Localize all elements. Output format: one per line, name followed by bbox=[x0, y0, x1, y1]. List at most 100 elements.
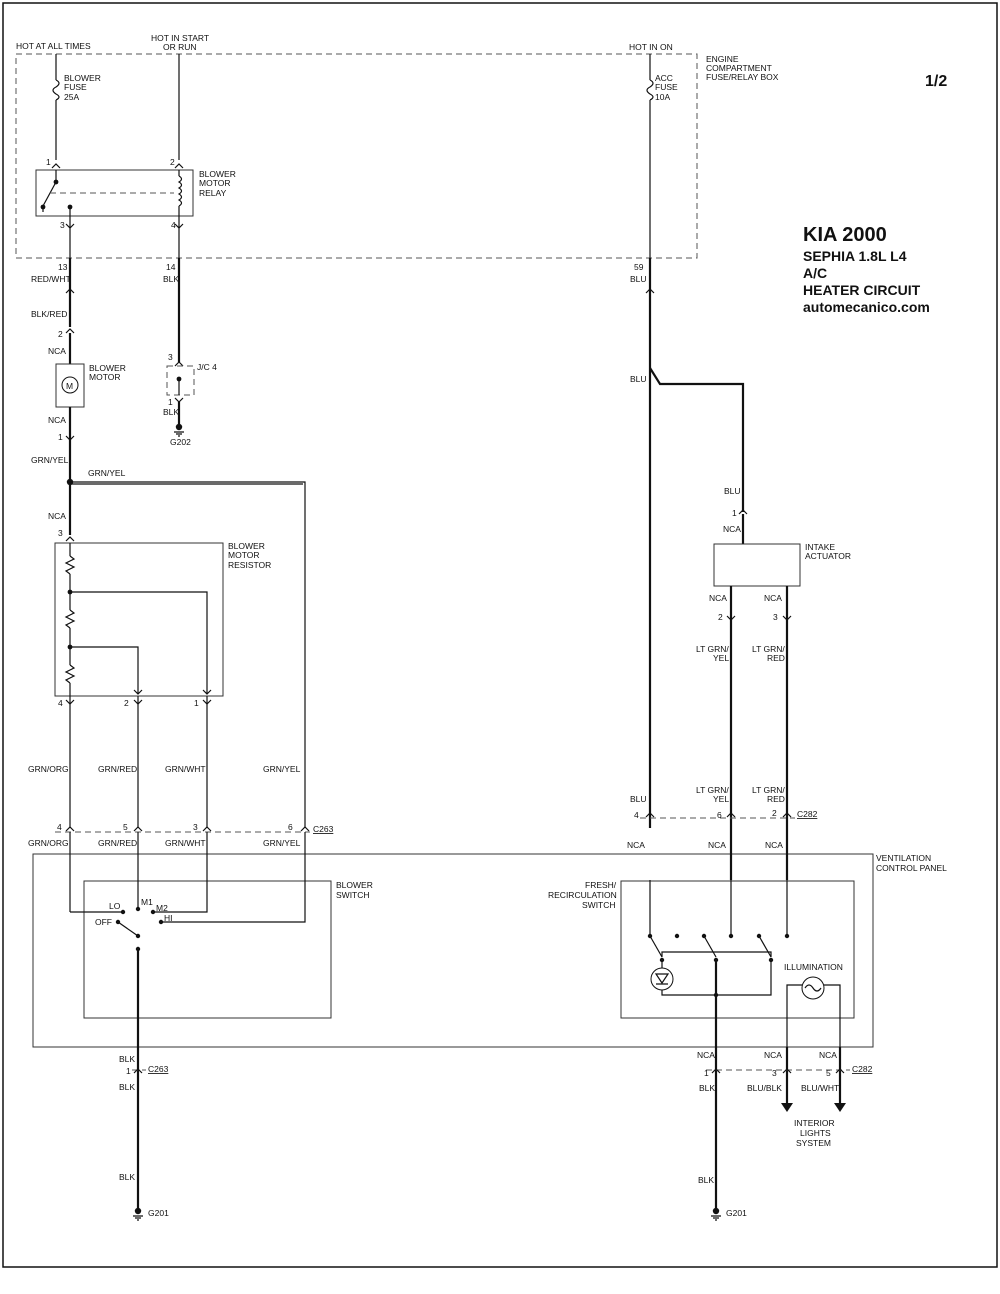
resistor-label-1: BLOWER bbox=[228, 541, 265, 551]
intake-pin-1: 1 bbox=[732, 508, 737, 518]
blower-switch-label-1: BLOWER bbox=[336, 880, 373, 890]
resistor-pin-4: 4 bbox=[58, 698, 63, 708]
nca-c282-lower-1: NCA bbox=[697, 1050, 715, 1060]
switch-off: OFF bbox=[95, 917, 112, 927]
page-frame bbox=[2, 2, 998, 1268]
vcp-label-2: CONTROL PANEL bbox=[876, 863, 947, 873]
relay-pin-1: 1 bbox=[46, 157, 51, 167]
hot-start-run-label-1: HOT IN START bbox=[151, 33, 209, 43]
nca-motor-bottom: NCA bbox=[48, 415, 66, 425]
c282-pin-4: 4 bbox=[634, 810, 639, 820]
acc-fuse-symbol bbox=[646, 79, 654, 101]
wire-blk-c263-bottom: BLK bbox=[119, 1082, 135, 1092]
resistor-pin-2: 2 bbox=[124, 698, 129, 708]
resistor-label-2: MOTOR bbox=[228, 550, 259, 560]
fuse-box-label-2: COMPARTMENT bbox=[706, 63, 772, 73]
fresh-switch-label-3: SWITCH bbox=[582, 900, 616, 910]
relay-pin-4: 4 bbox=[171, 220, 176, 230]
wire-blk-c282: BLK bbox=[699, 1083, 715, 1093]
blower-motor-label-2: MOTOR bbox=[89, 372, 120, 382]
nca-intake-top: NCA bbox=[723, 524, 741, 534]
intake-label-2: ACTUATOR bbox=[805, 551, 851, 561]
blower-fuse-symbol bbox=[52, 79, 60, 101]
wire-grn-wht-2: GRN/WHT bbox=[165, 838, 206, 848]
switch-lo: LO bbox=[109, 901, 121, 911]
wire-ltgrn-yel-2a: LT GRN/ bbox=[696, 785, 729, 795]
wire-blk-jc4: BLK bbox=[163, 274, 179, 284]
wire-blk-g201-right: BLK bbox=[698, 1175, 714, 1185]
diagram-system-2: HEATER CIRCUIT bbox=[803, 282, 921, 298]
nca-c282-1: NCA bbox=[627, 840, 645, 850]
switch-m1: M1 bbox=[141, 897, 153, 907]
wire-grn-red-1: GRN/RED bbox=[98, 764, 137, 774]
wire-blu-blk: BLU/BLK bbox=[747, 1083, 782, 1093]
nca-c282-2: NCA bbox=[708, 840, 726, 850]
c282-pin-2: 2 bbox=[772, 808, 777, 818]
resistor-element-3 bbox=[64, 664, 76, 684]
illumination-label: ILLUMINATION bbox=[784, 962, 843, 972]
wire-ltgrn-red-1b: RED bbox=[767, 653, 785, 663]
c282-label-top: C282 bbox=[797, 809, 818, 819]
g201-right-label: G201 bbox=[726, 1208, 747, 1218]
acc-fuse-label-1: ACC bbox=[655, 73, 673, 83]
motor-pin-1: 1 bbox=[58, 432, 63, 442]
wire-grn-org-1: GRN/ORG bbox=[28, 764, 69, 774]
c282-lower-pin-5: 5 bbox=[826, 1068, 831, 1078]
c263-pin-3: 3 bbox=[193, 822, 198, 832]
pin-14: 14 bbox=[166, 262, 176, 272]
motor-symbol: M bbox=[66, 381, 73, 391]
diagram-title: KIA 2000 bbox=[803, 224, 887, 246]
relay-pin-3: 3 bbox=[60, 220, 65, 230]
intake-pin-3: 3 bbox=[773, 612, 778, 622]
page-number: 1/2 bbox=[925, 73, 947, 90]
c263-lower-pin-1: 1 bbox=[126, 1066, 131, 1076]
fresh-switch-label-1: FRESH/ bbox=[585, 880, 617, 890]
wire-grn-red-2: GRN/RED bbox=[98, 838, 137, 848]
blower-fuse-label-1: BLOWER bbox=[64, 73, 101, 83]
diagram-website: automecanico.com bbox=[803, 299, 930, 315]
ventilation-control-panel bbox=[32, 853, 874, 1048]
wire-grn-yel-3: GRN/YEL bbox=[263, 764, 301, 774]
c263-pin-5: 5 bbox=[123, 822, 128, 832]
wire-grn-yel-2: GRN/YEL bbox=[88, 468, 126, 478]
wire-ltgrn-red-2b: RED bbox=[767, 794, 785, 804]
c282-pin-6: 6 bbox=[717, 810, 722, 820]
fuse-box-label-3: FUSE/RELAY BOX bbox=[706, 72, 779, 82]
vcp-label-1: VENTILATION bbox=[876, 853, 931, 863]
nca-c282-3: NCA bbox=[765, 840, 783, 850]
acc-fuse-label-3: 10A bbox=[655, 92, 670, 102]
switch-hi: HI bbox=[164, 913, 173, 923]
intake-actuator bbox=[713, 543, 801, 587]
interior-label-2: LIGHTS bbox=[800, 1128, 831, 1138]
blower-motor-label-1: BLOWER bbox=[89, 363, 126, 373]
jc4-label: J/C 4 bbox=[197, 362, 217, 372]
fuse-relay-box bbox=[15, 53, 698, 259]
wire-blk-red: BLK/RED bbox=[31, 309, 67, 319]
wire-ltgrn-red-2a: LT GRN/ bbox=[752, 785, 785, 795]
illumination-bulb-icon bbox=[801, 976, 825, 1000]
resistor-label-3: RESISTOR bbox=[228, 560, 271, 570]
relay-label-2: MOTOR bbox=[199, 178, 230, 188]
relay-pin-2: 2 bbox=[170, 157, 175, 167]
c263-label-bottom: C263 bbox=[148, 1064, 169, 1074]
junction-connector-4 bbox=[166, 365, 195, 396]
wire-red-wht: RED/WHT bbox=[31, 274, 71, 284]
motor-pin-2: 2 bbox=[58, 329, 63, 339]
wire-grn-yel-1: GRN/YEL bbox=[31, 455, 69, 465]
c263-pin-4: 4 bbox=[57, 822, 62, 832]
blower-switch-label-2: SWITCH bbox=[336, 890, 370, 900]
ground-g201-right-icon bbox=[711, 1215, 721, 1221]
intake-pin-2: 2 bbox=[718, 612, 723, 622]
intake-label-1: INTAKE bbox=[805, 542, 835, 552]
fuse-box-label-1: ENGINE bbox=[706, 54, 739, 64]
c282-lower-pin-1: 1 bbox=[704, 1068, 709, 1078]
wire-ltgrn-yel-2b: YEL bbox=[713, 794, 729, 804]
jc4-pin-1: 1 bbox=[168, 397, 173, 407]
relay-coil bbox=[177, 175, 183, 207]
wire-grn-org-2: GRN/ORG bbox=[28, 838, 69, 848]
resistor-element-2 bbox=[64, 609, 76, 629]
diagram-system-1: A/C bbox=[803, 265, 827, 281]
nca-motor-top: NCA bbox=[48, 346, 66, 356]
c263-pin-6: 6 bbox=[288, 822, 293, 832]
nca-c282-lower-2: NCA bbox=[764, 1050, 782, 1060]
